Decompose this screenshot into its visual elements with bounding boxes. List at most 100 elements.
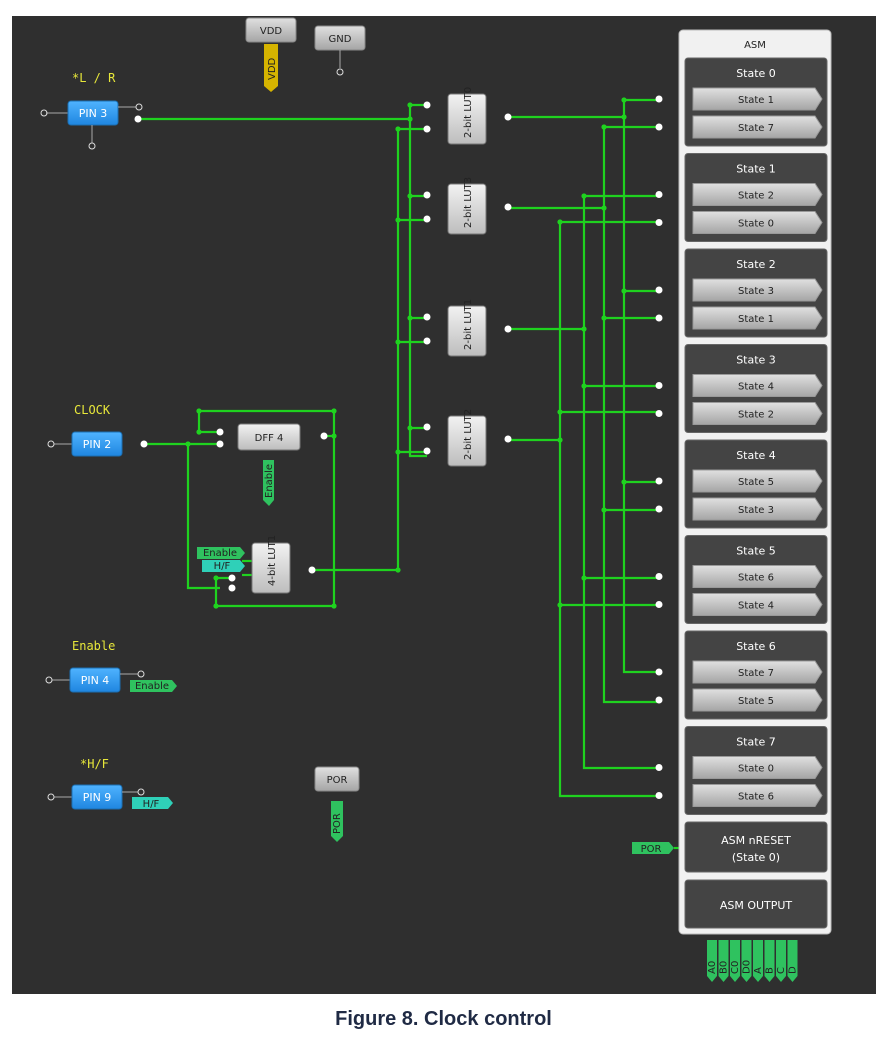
asm-transition-1-b[interactable]: State 0	[655, 211, 823, 234]
lut2-block-2[interactable]: 2-bit LUT1	[423, 299, 512, 357]
asm-state-2[interactable]: State 2 State 3 State 1	[655, 248, 828, 338]
gnd-label: GND	[329, 34, 352, 45]
vdd-tag: VDD	[267, 57, 278, 80]
por-block[interactable]: POR POR	[314, 766, 360, 842]
asm-transition-5-a[interactable]: State 6	[655, 565, 823, 588]
asm-transition-label-6-b: State 5	[738, 696, 774, 707]
lut-column: 2-bit LUT0 2-bit LUT3 2-bit LUT1 2-bit LUT2	[423, 87, 512, 467]
asm-state-name-1: State 1	[736, 163, 776, 176]
asm-transition-pin-0-b	[655, 123, 663, 131]
dff4-label: DFF 4	[255, 433, 284, 444]
port-dot-4	[228, 574, 236, 582]
asm-state-0[interactable]: State 0 State 1 State 7	[655, 57, 828, 147]
asm-state-1[interactable]: State 1 State 2 State 0	[655, 153, 828, 242]
pin9-group[interactable]: *H/F PIN 9 H/F	[47, 757, 173, 810]
por-tag: POR	[332, 813, 343, 834]
asm-transition-1-a[interactable]: State 2	[655, 183, 823, 206]
asm-transition-pin-4-a	[655, 477, 663, 485]
asm-transition-4-a[interactable]: State 5	[655, 469, 823, 493]
asm-transition-pin-2-a	[655, 286, 663, 294]
lut2-block-1[interactable]: 2-bit LUT3	[423, 177, 512, 235]
junction-dot-14	[331, 433, 337, 439]
vdd-block[interactable]: VDD VDD	[245, 17, 297, 92]
junction-dot-25	[601, 507, 607, 513]
junction-dot-23	[601, 205, 607, 211]
pin4-net-label: Enable	[72, 639, 115, 653]
asm-state-name-5: State 5	[736, 545, 776, 558]
asm-transition-0-b[interactable]: State 7	[655, 115, 823, 139]
lut2-out-3	[504, 435, 512, 443]
lut2-block-0[interactable]: 2-bit LUT0	[423, 87, 512, 145]
asm-state-name-3: State 3	[736, 354, 776, 367]
asm-transition-label-6-a: State 7	[738, 668, 774, 679]
gnd-block[interactable]: GND	[314, 25, 366, 76]
asm-transition-6-b[interactable]: State 5	[655, 688, 823, 712]
vdd-label: VDD	[260, 26, 283, 37]
asm-transition-label-7-b: State 6	[738, 792, 774, 803]
asm-transition-2-a[interactable]: State 3	[655, 278, 823, 302]
lut2-in-a-2	[423, 313, 431, 321]
junction-dot-5	[395, 126, 401, 132]
asm-reset-block[interactable]: ASM nRESET (State 0) POR	[632, 821, 828, 873]
junction-dot-10	[185, 441, 191, 447]
asm-output-text-1: B0	[719, 961, 730, 974]
junction-dot-19	[621, 114, 627, 120]
asm-transition-3-b[interactable]: State 2	[655, 402, 823, 425]
asm-transition-label-1-b: State 0	[738, 219, 774, 230]
asm-transition-pin-4-b	[655, 505, 663, 513]
pin4-group[interactable]: Enable PIN 4 Enable	[45, 639, 177, 693]
asm-transition-0-a[interactable]: State 1	[655, 87, 823, 111]
junction-dot-16	[213, 603, 219, 609]
asm-output-text-4: A	[753, 967, 764, 974]
asm-transition-pin-2-b	[655, 314, 663, 322]
asm-transition-pin-3-a	[655, 382, 663, 389]
junction-dot-31	[557, 409, 563, 415]
junction-dot-4	[407, 425, 413, 431]
junction-dot-3	[407, 315, 413, 321]
asm-output-block[interactable]: ASM OUTPUT	[684, 879, 828, 929]
port-dot-1	[216, 428, 224, 436]
junction-dot-11	[196, 429, 202, 435]
asm-transition-7-b[interactable]: State 6	[655, 784, 823, 807]
lut4-hf-tag: H/F	[214, 561, 231, 572]
asm-transition-3-a[interactable]: State 4	[655, 374, 823, 397]
lut2-label-3: 2-bit LUT2	[463, 409, 474, 460]
asm-transition-pin-5-a	[655, 573, 663, 580]
lut2-in-b-3	[423, 447, 431, 455]
asm-state-name-0: State 0	[736, 67, 776, 80]
asm-transition-7-a[interactable]: State 0	[655, 756, 823, 779]
asm-state-7[interactable]: State 7 State 0 State 6	[655, 726, 828, 815]
junction-dot-2	[407, 193, 413, 199]
pin3-group[interactable]: *L / R PIN 3	[40, 71, 143, 150]
asm-transition-pin-1-b	[655, 219, 663, 226]
asm-state-5[interactable]: State 5 State 6 State 4	[655, 535, 828, 624]
asm-transition-pin-6-b	[655, 696, 663, 704]
lut2-block-3[interactable]: 2-bit LUT2	[423, 409, 512, 467]
asm-transition-label-5-a: State 6	[738, 573, 774, 584]
asm-state-name-7: State 7	[736, 736, 776, 749]
junction-dot-21	[621, 479, 627, 485]
pin9-net-label: *H/F	[80, 757, 109, 771]
asm-reset-label: ASM nRESET	[721, 834, 791, 847]
port-dot-6	[308, 566, 316, 574]
pin2-button-label: PIN 2	[83, 438, 112, 451]
asm-transition-6-a[interactable]: State 7	[655, 660, 823, 684]
junction-dot-26	[581, 193, 587, 199]
dff4-block[interactable]: DFF 4 Enable	[237, 423, 301, 506]
junction-dot-17	[213, 575, 219, 581]
asm-transition-2-b[interactable]: State 1	[655, 306, 823, 330]
asm-transition-pin-5-b	[655, 601, 663, 608]
asm-state-3[interactable]: State 3 State 4 State 2	[655, 344, 828, 433]
pin9-hf-tag: H/F	[143, 799, 160, 810]
asm-transition-5-b[interactable]: State 4	[655, 593, 823, 616]
pin4-button-label: PIN 4	[81, 674, 110, 687]
pin2-net-label: CLOCK	[74, 403, 111, 417]
lut4-block[interactable]: Enable H/F 4-bit LUT1	[197, 535, 291, 594]
asm-transition-4-b[interactable]: State 3	[655, 497, 823, 521]
asm-transition-pin-7-b	[655, 792, 663, 799]
asm-state-name-2: State 2	[736, 258, 776, 271]
junction-dot-28	[581, 383, 587, 389]
pin2-group[interactable]: CLOCK PIN 2	[47, 403, 123, 457]
